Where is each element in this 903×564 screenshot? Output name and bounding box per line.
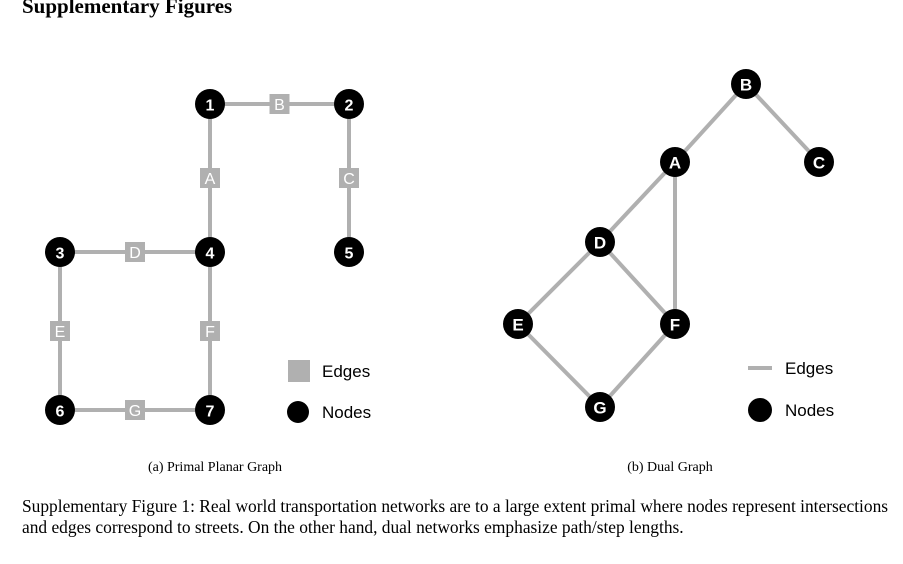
primal-node-7-label: 7 xyxy=(206,404,215,421)
dual-node-a-circle xyxy=(660,147,690,177)
dual-edge-e-g xyxy=(516,322,602,409)
dual-edge-a-d xyxy=(598,160,677,244)
dual-node-d-label: D xyxy=(594,234,606,253)
dual-node-e-label: E xyxy=(512,316,523,335)
dual-edge-d-e xyxy=(516,240,602,326)
dual-node-f: F xyxy=(660,309,690,339)
primal-node-7-circle xyxy=(195,395,225,425)
edge-label-b: B xyxy=(269,94,290,114)
edge-label-text: B xyxy=(274,97,285,114)
legend-nodes-label: Nodes xyxy=(785,401,834,420)
edge-label-box xyxy=(200,168,220,188)
primal-node-3-circle xyxy=(45,237,75,267)
dual-node-c: C xyxy=(804,147,834,177)
primal-node-3: 3 xyxy=(45,237,75,267)
dual-node-g: G xyxy=(585,392,615,422)
edge-label-f: F xyxy=(200,321,220,341)
edge-label-box xyxy=(200,321,220,341)
dual-node-a: A xyxy=(660,147,690,177)
primal-node-5-label: 5 xyxy=(345,246,354,263)
primal-node-5: 5 xyxy=(334,237,364,267)
dual-node-b-label: B xyxy=(740,76,752,95)
primal-node-6-circle xyxy=(45,395,75,425)
primal-node-1-label: 1 xyxy=(206,98,215,115)
dual-node-f-circle xyxy=(660,309,690,339)
legend-edges-label: Edges xyxy=(322,362,370,381)
dual-node-g-circle xyxy=(585,392,615,422)
subcaption-primal: (a) Primal Planar Graph xyxy=(147,460,283,475)
edge-label-a: A xyxy=(200,168,220,188)
primal-node-5-circle xyxy=(334,237,364,267)
dual-edge-a-b xyxy=(673,82,748,164)
edge-label-text: F xyxy=(205,324,215,341)
legend-edge-swatch xyxy=(288,360,310,382)
dual-node-b-circle xyxy=(731,69,761,99)
edge-label-text: E xyxy=(55,324,66,341)
primal-node-6: 6 xyxy=(45,395,75,425)
dual-node-b: B xyxy=(731,69,761,99)
primal-node-2-label: 2 xyxy=(345,98,354,115)
edge-label-text: G xyxy=(129,403,141,420)
primal-node-4: 4 xyxy=(195,237,225,267)
primal-node-2-circle xyxy=(334,89,364,119)
primal-node-2: 2 xyxy=(334,89,364,119)
edge-label-c: C xyxy=(339,168,359,188)
edge-label-text: A xyxy=(205,171,216,188)
edge-label-box xyxy=(269,94,290,114)
primal-node-1: 1 xyxy=(195,89,225,119)
primal-node-6-label: 6 xyxy=(56,404,65,421)
edge-label-e: E xyxy=(50,321,70,341)
edge-label-box xyxy=(125,242,145,262)
dual-node-f-label: F xyxy=(670,316,680,335)
legend-nodes-label: Nodes xyxy=(322,403,371,422)
dual-edge-b-c xyxy=(744,82,821,164)
legend-node-swatch xyxy=(748,398,772,422)
dual-edge-f-g xyxy=(598,322,677,409)
edge-label-d: D xyxy=(125,242,145,262)
edge-label-box xyxy=(50,321,70,341)
dual-node-c-circle xyxy=(804,147,834,177)
edge-label-text: C xyxy=(343,171,355,188)
dual-node-d-circle xyxy=(585,227,615,257)
edge-label-box xyxy=(125,400,145,420)
dual-edge-d-f xyxy=(598,240,677,326)
primal-node-7: 7 xyxy=(195,395,225,425)
edge-label-g: G xyxy=(125,400,145,420)
edge-label-box xyxy=(339,168,359,188)
dual-node-a-label: A xyxy=(669,154,681,173)
primal-node-4-circle xyxy=(195,237,225,267)
dual-node-e-circle xyxy=(503,309,533,339)
dual-node-e: E xyxy=(503,309,533,339)
section-heading: Supplementary Figures xyxy=(22,0,233,18)
dual-node-c-label: C xyxy=(813,154,825,173)
dual-node-d: D xyxy=(585,227,615,257)
dual-node-g-label: G xyxy=(593,399,606,418)
legend-edges-label: Edges xyxy=(785,359,833,378)
primal-node-1-circle xyxy=(195,89,225,119)
subcaption-dual: (b) Dual Graph xyxy=(627,460,713,475)
figure-caption: Supplementary Figure 1: Real world trans… xyxy=(22,496,889,537)
primal-node-3-label: 3 xyxy=(56,246,65,263)
legend-node-swatch xyxy=(287,401,309,423)
primal-node-4-label: 4 xyxy=(206,246,215,263)
edge-label-text: D xyxy=(129,245,141,262)
